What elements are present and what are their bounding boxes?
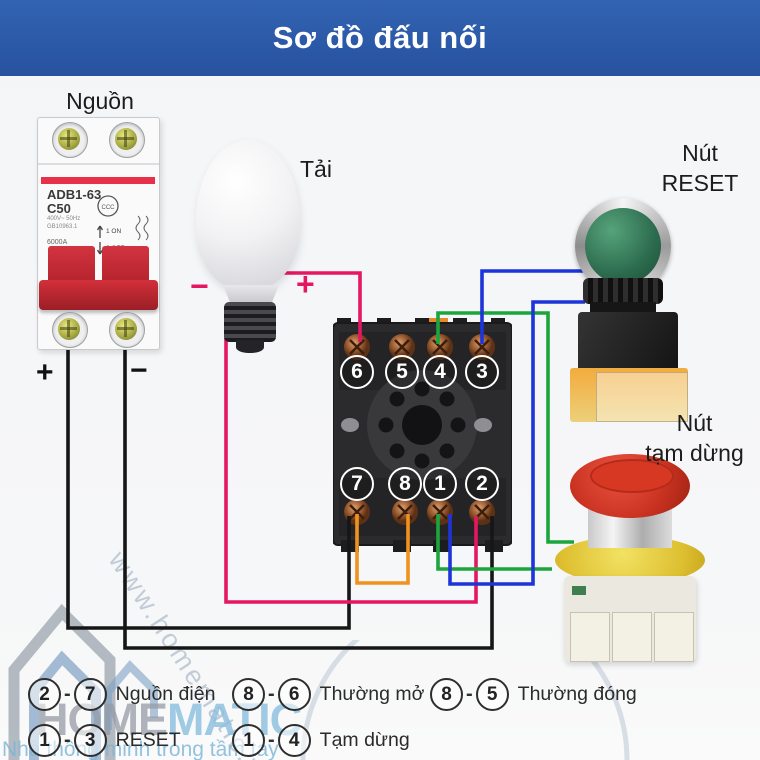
bulb-screw-base	[224, 302, 276, 342]
legend-terminal-2: 2	[28, 678, 61, 711]
wire-jumper-7-8	[355, 514, 410, 585]
breaker-screw-terminal	[109, 312, 145, 348]
wire-reset-to-1	[448, 300, 585, 586]
breaker-label: Nguồn	[66, 88, 134, 114]
legend-item-8-5: 8-5 Thường đóng	[430, 678, 637, 711]
homematic-house-icon	[8, 603, 158, 760]
reset-body	[578, 312, 678, 372]
load-plus-sign: +	[296, 266, 315, 302]
reset-green-cap	[585, 208, 661, 284]
breaker-lever	[102, 246, 149, 284]
socket-terminal-4: 4	[423, 355, 457, 389]
breaker-lever-bar	[39, 280, 158, 310]
emergency-stop-button	[552, 450, 708, 665]
load-minus-sign: −	[190, 268, 209, 304]
breaker-model: ADB1-63	[47, 187, 102, 202]
reset-button-label: Nút RESET	[640, 138, 760, 198]
wire-stop-to-4	[436, 311, 574, 544]
supply-minus-sign: −	[130, 354, 148, 387]
legend-separator: -	[64, 683, 71, 705]
bulb-tip	[236, 340, 264, 353]
legend-terminal-4: 4	[277, 724, 311, 757]
legend-terminal-1: 1	[28, 724, 61, 757]
legend-item-1-4: 1-4 Tạm dừng	[232, 724, 410, 757]
light-bulb	[188, 138, 314, 354]
legend-terminal-8: 8	[232, 678, 265, 711]
reset-contact-block	[570, 368, 688, 422]
legend-separator: -	[466, 683, 473, 705]
breaker-screw-terminal	[109, 122, 145, 158]
stop-label-line2: tạm dừng	[645, 440, 744, 466]
legend-terminal-3: 3	[73, 724, 107, 757]
stop-contact-module	[612, 612, 652, 662]
legend-item-1-3: 1-3 RESET	[28, 724, 181, 757]
socket-terminal-5: 5	[385, 355, 419, 389]
legend-separator: -	[268, 729, 275, 751]
bulb-glass	[196, 140, 300, 290]
breaker-spec1: 400V~ 50Hz	[47, 216, 81, 222]
breaker-amperage: 6000A	[47, 239, 68, 246]
reset-push-button	[570, 190, 700, 422]
wire-load-plus-to-6	[277, 271, 362, 342]
breaker-rating: C50	[47, 201, 71, 216]
socket-terminal-7: 7	[340, 467, 374, 501]
wire-load-minus-to-2	[224, 338, 478, 604]
svg-text:1 ON: 1 ON	[106, 228, 121, 235]
circuit-breaker: ADB1-63 C50 400V~ 50Hz GB10963.1 6000A C…	[37, 117, 160, 350]
stop-cap-top	[590, 459, 674, 493]
legend-terminal-8: 8	[430, 678, 463, 711]
svg-text:CCC: CCC	[102, 205, 116, 211]
legend-text: Thường mở	[319, 683, 425, 705]
legend-separator: -	[268, 683, 275, 705]
title-bar: Sơ đồ đấu nối	[0, 0, 760, 76]
bulb-neck	[222, 285, 280, 303]
wire-supply-minus-to-2	[123, 346, 494, 650]
stop-button-label: Nút tạm dừng	[622, 408, 760, 468]
breaker-divider	[38, 163, 159, 165]
breaker-spec2: GB10963.1	[47, 224, 78, 230]
legend-item-8-6: 8-6 Thường mở	[232, 678, 424, 711]
wire-stop-to-1	[436, 514, 552, 571]
legend-terminal-6: 6	[277, 678, 311, 711]
stop-green-tag	[572, 586, 586, 595]
supply-plus-sign: +	[36, 356, 54, 389]
wire-reset-to-3	[480, 269, 585, 344]
reset-contact-cover	[596, 372, 688, 422]
socket-terminal-3: 3	[465, 355, 499, 389]
reset-neck	[590, 302, 656, 314]
stop-contact-module	[654, 612, 694, 662]
stop-label-line1: Nút	[676, 410, 713, 436]
socket-terminal-2: 2	[465, 467, 499, 501]
wire-supply-plus-to-7	[66, 346, 351, 630]
breaker-red-stripe	[41, 177, 155, 184]
legend-text: Tạm dừng	[319, 729, 410, 751]
socket-terminal-1: 1	[423, 467, 457, 501]
legend-terminal-1: 1	[232, 724, 265, 757]
reset-label-line1: Nút	[682, 140, 718, 166]
legend-text: Nguồn điện	[115, 683, 216, 705]
legend-terminal-5: 5	[475, 678, 509, 711]
breaker-screw-terminal	[52, 122, 88, 158]
breaker-screw-terminal	[52, 312, 88, 348]
legend-terminal-7: 7	[73, 678, 107, 711]
stop-contact-module	[570, 612, 610, 662]
legend-separator: -	[64, 729, 71, 751]
reset-label-line2: RESET	[661, 170, 739, 196]
legend-text: RESET	[115, 729, 181, 751]
legend-item-2-7: 2-7 Nguồn điện	[28, 678, 215, 711]
breaker-lever	[48, 246, 95, 284]
legend-text: Thường đóng	[517, 683, 637, 705]
socket-terminal-6: 6	[340, 355, 374, 389]
reset-collar	[583, 278, 663, 304]
load-label: Tải	[300, 156, 332, 182]
page-title: Sơ đồ đấu nối	[272, 20, 488, 55]
socket-terminal-8: 8	[388, 467, 422, 501]
